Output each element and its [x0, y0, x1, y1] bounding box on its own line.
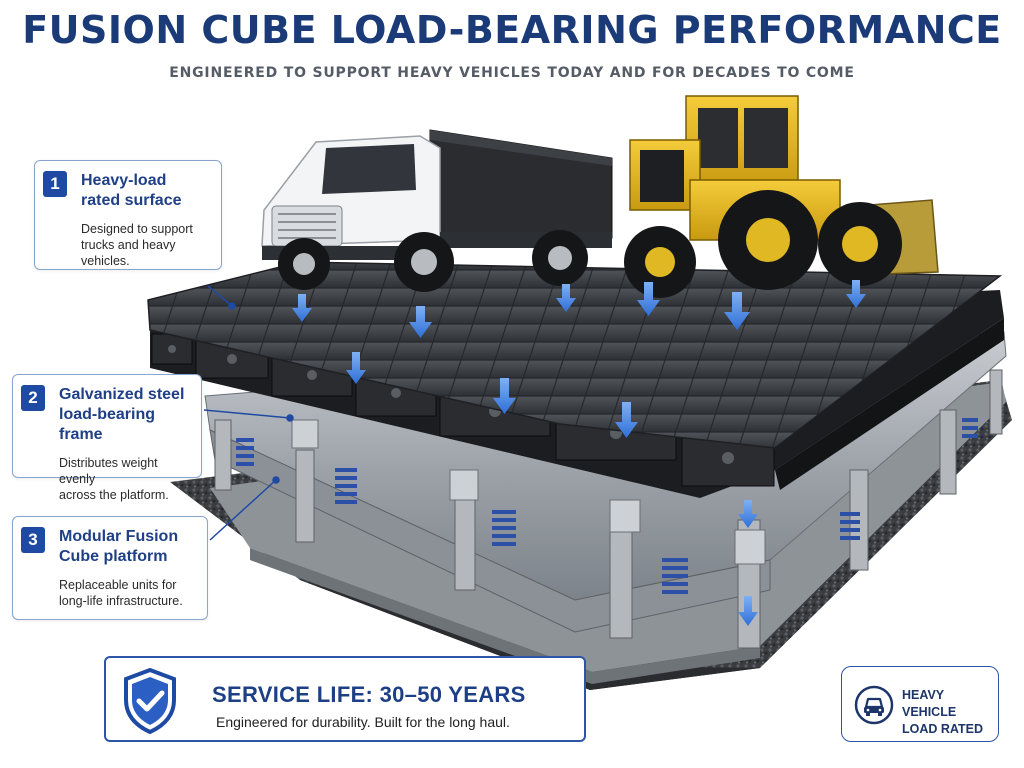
callout-desc-line: long-life infrastructure. [59, 594, 183, 608]
callout-heavy-load-surface: 1 Heavy-load rated surface Designed to s… [34, 160, 222, 270]
callout-number: 2 [21, 385, 45, 411]
callout-title: Galvanized steel load-bearing frame [59, 385, 191, 445]
callout-title-line: Cube platform [59, 548, 168, 565]
callout-desc-line: Replaceable units for [59, 578, 177, 592]
heavy-vehicle-badge: HEAVY VEHICLE LOAD RATED [841, 666, 999, 742]
callout-title-line: rated surface [81, 192, 182, 209]
badge-line: HEAVY VEHICLE [902, 688, 957, 719]
dump-truck [261, 129, 613, 292]
callout-number: 1 [43, 171, 67, 197]
callout-title: Modular Fusion Cube platform [59, 527, 197, 567]
callout-title-line: Modular Fusion [59, 528, 179, 545]
badge-label: HEAVY VEHICLE LOAD RATED [902, 687, 996, 738]
callout-description: Replaceable units for long-life infrastr… [59, 577, 197, 609]
page-title: FUSION CUBE LOAD-BEARING PERFORMANCE [22, 8, 1002, 52]
load-arrows [292, 280, 866, 626]
shield-check-icon [124, 668, 176, 734]
callout-title: Heavy-load rated surface [81, 171, 211, 211]
wheel-loader [624, 95, 939, 298]
truck-icon [854, 685, 894, 725]
callout-desc-line: trucks and heavy vehicles. [81, 238, 176, 268]
callout-steel-frame: 2 Galvanized steel load-bearing frame Di… [12, 374, 202, 502]
callout-description: Designed to support trucks and heavy veh… [81, 221, 211, 269]
service-life-title: SERVICE LIFE: 30–50 YEARS [212, 682, 526, 707]
callout-number: 3 [21, 527, 45, 553]
page-subtitle: ENGINEERED TO SUPPORT HEAVY VEHICLES TOD… [169, 65, 855, 81]
service-life-description: Engineered for durability. Built for the… [216, 714, 510, 730]
callout-title-line: Heavy-load [81, 172, 167, 189]
callout-modular-platform: 3 Modular Fusion Cube platform Replaceab… [12, 516, 208, 620]
callout-title-line: load-bearing frame [59, 406, 156, 443]
callout-desc-line: across the platform. [59, 488, 169, 502]
service-life-panel: SERVICE LIFE: 30–50 YEARS Engineered for… [104, 656, 586, 742]
callout-desc-line: Distributes weight evenly [59, 456, 158, 486]
callout-desc-line: Designed to support [81, 222, 193, 236]
leader-lines [203, 285, 294, 541]
callout-description: Distributes weight evenly across the pla… [59, 455, 191, 503]
callout-title-line: Galvanized steel [59, 386, 185, 403]
badge-line: LOAD RATED [902, 722, 984, 736]
